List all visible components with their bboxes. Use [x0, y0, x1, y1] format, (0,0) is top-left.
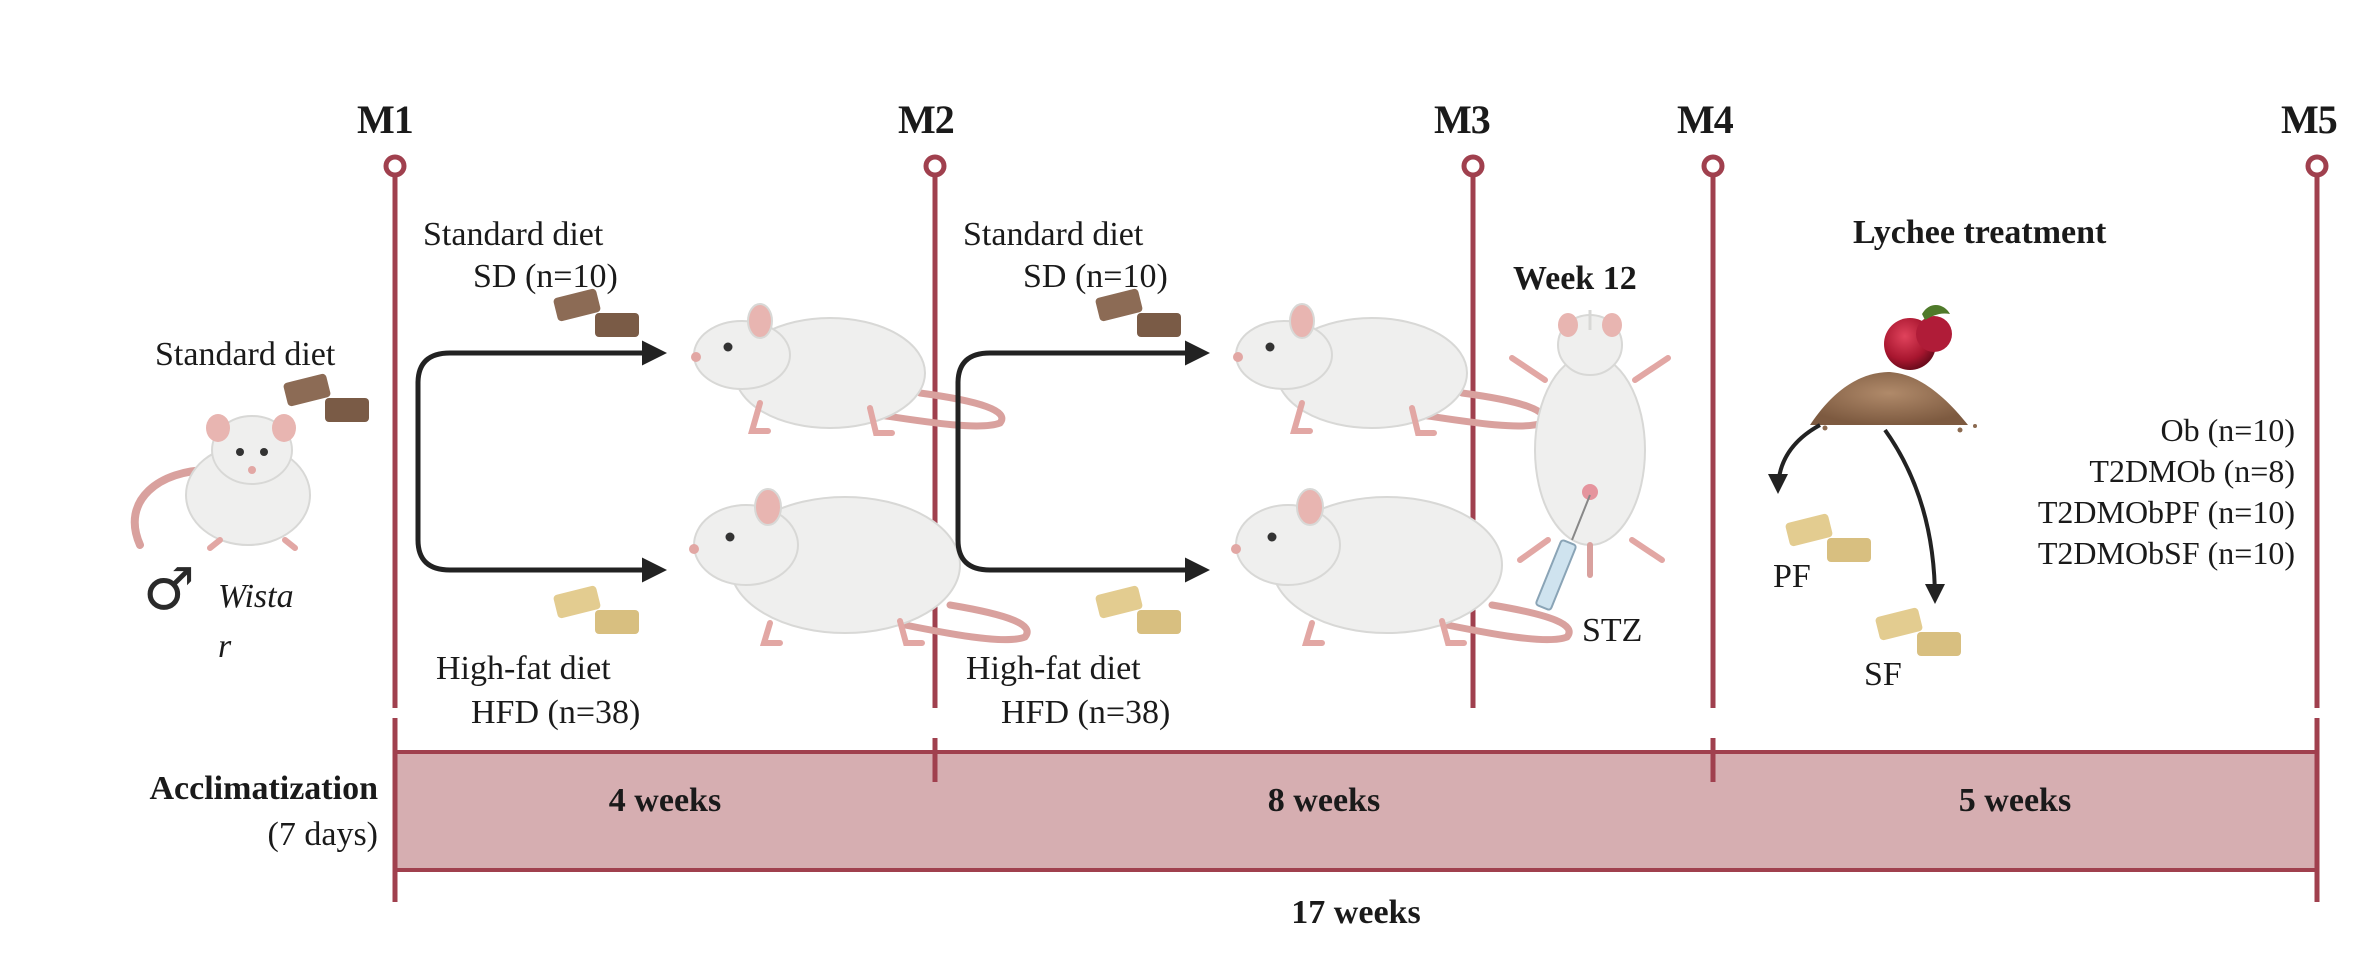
- treatment-title: Lychee treatment: [1853, 214, 2107, 251]
- group-t2dmob: T2DMOb (n=8): [2089, 453, 2295, 489]
- sf-pellets: [1874, 607, 1961, 656]
- lychee-powder-icon: [1810, 372, 1977, 433]
- phase2-hfd-pellets: [1094, 585, 1181, 634]
- milestone-label-m3: M3: [1434, 97, 1491, 142]
- milestone-lines: [383, 154, 2329, 708]
- group-ob: Ob (n=10): [2160, 412, 2295, 448]
- milestone-label-m2: M2: [898, 97, 955, 142]
- phase1-sd-count: SD (n=10): [473, 258, 618, 295]
- phase1-branch-arrows: [415, 340, 667, 583]
- phase2-hfd-count: HFD (n=38): [1001, 694, 1171, 731]
- lychee-fruit-icon: [1884, 304, 1952, 370]
- phase1-hfd-pellets: [552, 585, 639, 634]
- strain-label-line2: r: [218, 628, 232, 665]
- strain-label-line1: Wista: [218, 578, 294, 615]
- start-diet-label: Standard diet: [155, 336, 336, 373]
- phase2-sd-rat: [1233, 304, 1544, 433]
- stz-injected-rat: [1509, 310, 1671, 578]
- period-band: [392, 718, 2320, 902]
- group-t2dmobsf: T2DMObSF (n=10): [2037, 535, 2295, 571]
- stz-label: STZ: [1582, 612, 1643, 649]
- phase2-sd-title: Standard diet: [963, 216, 1144, 253]
- acclimatization-title: Acclimatization: [149, 770, 379, 807]
- pf-pellets: [1784, 513, 1871, 562]
- milestone-label-m1: M1: [357, 97, 414, 142]
- syringe-icon: [1535, 494, 1591, 611]
- phase1-hfd-count: HFD (n=38): [471, 694, 641, 731]
- period-label-2: 8 weeks: [1267, 782, 1381, 819]
- total-duration-label: 17 weeks: [1291, 894, 1421, 931]
- phase1-sd-rat: [691, 304, 1002, 433]
- phase1-sd-title: Standard diet: [423, 216, 604, 253]
- phase2-branch-arrows: [955, 340, 1210, 583]
- milestone-label-m4: M4: [1677, 97, 1734, 142]
- sf-label: SF: [1864, 656, 1902, 693]
- treatment-groups-list: Ob (n=10) T2DMOb (n=8) T2DMObPF (n=10) T…: [2038, 410, 2295, 574]
- pf-label: PF: [1773, 558, 1811, 595]
- phase2-sd-pellets: [1094, 288, 1181, 337]
- phase1-sd-pellets: [552, 288, 639, 337]
- induction-week-label: Week 12: [1513, 260, 1637, 297]
- phase2-sd-count: SD (n=10): [1023, 258, 1168, 295]
- male-symbol-icon: ♂: [143, 555, 195, 623]
- phase1-hfd-title: High-fat diet: [436, 650, 611, 687]
- treatment-branch-arrows: [1768, 423, 1945, 604]
- group-t2dmobpf: T2DMObPF (n=10): [2037, 494, 2295, 530]
- milestone-label-m5: M5: [2281, 97, 2338, 142]
- acclimatization-duration: (7 days): [267, 816, 378, 853]
- standard-diet-pellets-start: [282, 373, 369, 422]
- wistar-rat-illustration: [130, 414, 311, 551]
- period-label-1: 4 weeks: [608, 782, 722, 819]
- period-label-3: 5 weeks: [1958, 782, 2072, 819]
- phase2-hfd-rat: [1231, 489, 1569, 643]
- phase2-hfd-title: High-fat diet: [966, 650, 1141, 687]
